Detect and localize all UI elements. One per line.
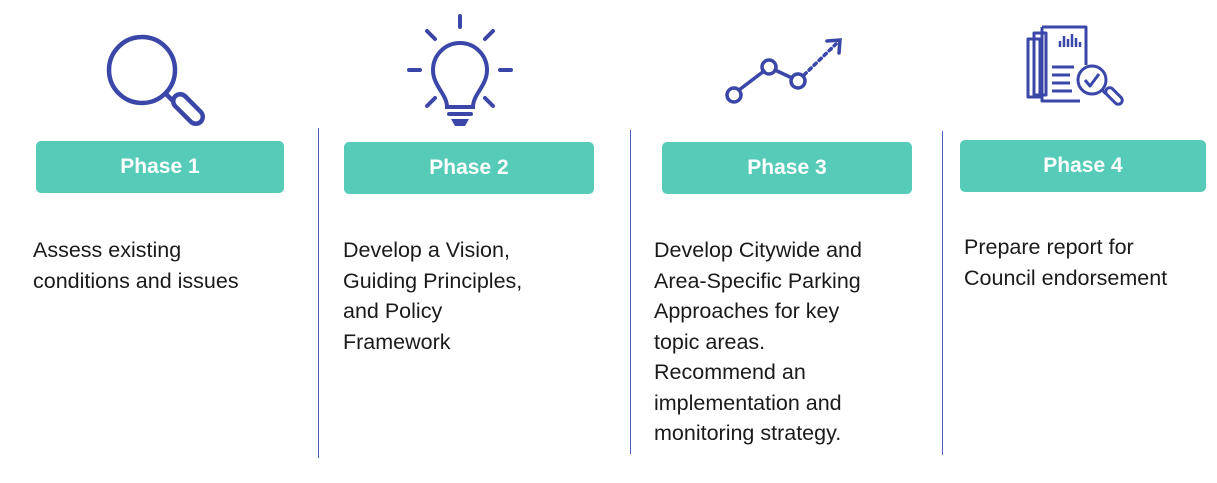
description-line: Develop Citywide and [654, 238, 862, 262]
lightbulb-icon [405, 14, 515, 132]
description-line: Recommend an [654, 360, 806, 384]
description-line: Develop a Vision, [343, 238, 510, 262]
phase-divider [630, 130, 631, 454]
description-line: and Policy [343, 299, 443, 323]
description-line: implementation and [654, 390, 842, 415]
description-line: Area-Specific Parking [654, 268, 861, 293]
description-line: topic areas. [654, 329, 766, 354]
description-line: Approaches for key [654, 299, 840, 323]
description-line: Prepare report for [964, 235, 1134, 259]
phase-1-description: Assess existing conditions and issues [33, 235, 239, 296]
description-line: Council endorsement [964, 265, 1168, 290]
phase-divider [942, 131, 943, 455]
report-review-icon [1022, 25, 1147, 115]
phase-1-badge: Phase 1 [36, 141, 284, 193]
phase-divider [318, 128, 319, 458]
description-line: Framework [343, 329, 451, 354]
description-line: conditions and issues [33, 268, 239, 293]
phase-2-badge: Phase 2 [344, 142, 594, 194]
phase-4-badge: Phase 4 [960, 140, 1206, 192]
description-line: Guiding Principles, [343, 268, 523, 293]
phase-4-description: Prepare report for Council endorsement [964, 232, 1167, 293]
phase-3-description: Develop Citywide and Area-Specific Parki… [654, 235, 862, 449]
description-line: Assess existing [33, 238, 182, 262]
magnifier-icon [104, 32, 214, 128]
description-line: monitoring strategy. [654, 421, 842, 445]
phase-2-description: Develop a Vision, Guiding Principles, an… [343, 235, 522, 357]
trend-line-icon [722, 35, 847, 105]
phase-3-badge: Phase 3 [662, 142, 912, 194]
